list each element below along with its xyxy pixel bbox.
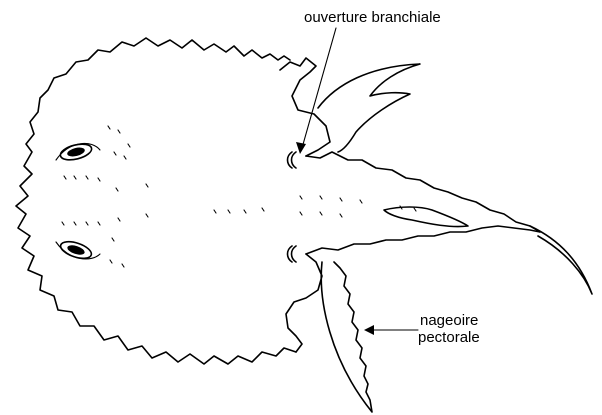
upper-eye: [56, 141, 100, 162]
lower-gill-opening: [288, 246, 297, 262]
pectoral-fin-label-line2: pectorale: [418, 329, 480, 346]
lower-gill-lobe: [286, 254, 322, 352]
sensory-pores: [62, 126, 416, 267]
lower-eye: [56, 238, 100, 261]
gill-arrowhead: [296, 142, 306, 154]
gill-leader-line: [302, 28, 336, 148]
tail-lower-edge: [306, 226, 540, 254]
lower-pectoral-fin: [321, 262, 372, 412]
upper-gill-lobe: [280, 58, 330, 156]
gill-opening-label: ouverture branchiale: [304, 9, 441, 26]
tail-filament: [530, 226, 592, 294]
tail-upper-edge: [306, 152, 540, 232]
upper-pectoral-fin: [318, 64, 420, 152]
pectoral-arrowhead: [364, 325, 374, 335]
pectoral-fin-label-line1: nageoire: [420, 312, 478, 329]
dorsal-fin: [384, 207, 468, 227]
body-outline: [16, 38, 296, 364]
upper-gill-opening: [288, 152, 297, 168]
